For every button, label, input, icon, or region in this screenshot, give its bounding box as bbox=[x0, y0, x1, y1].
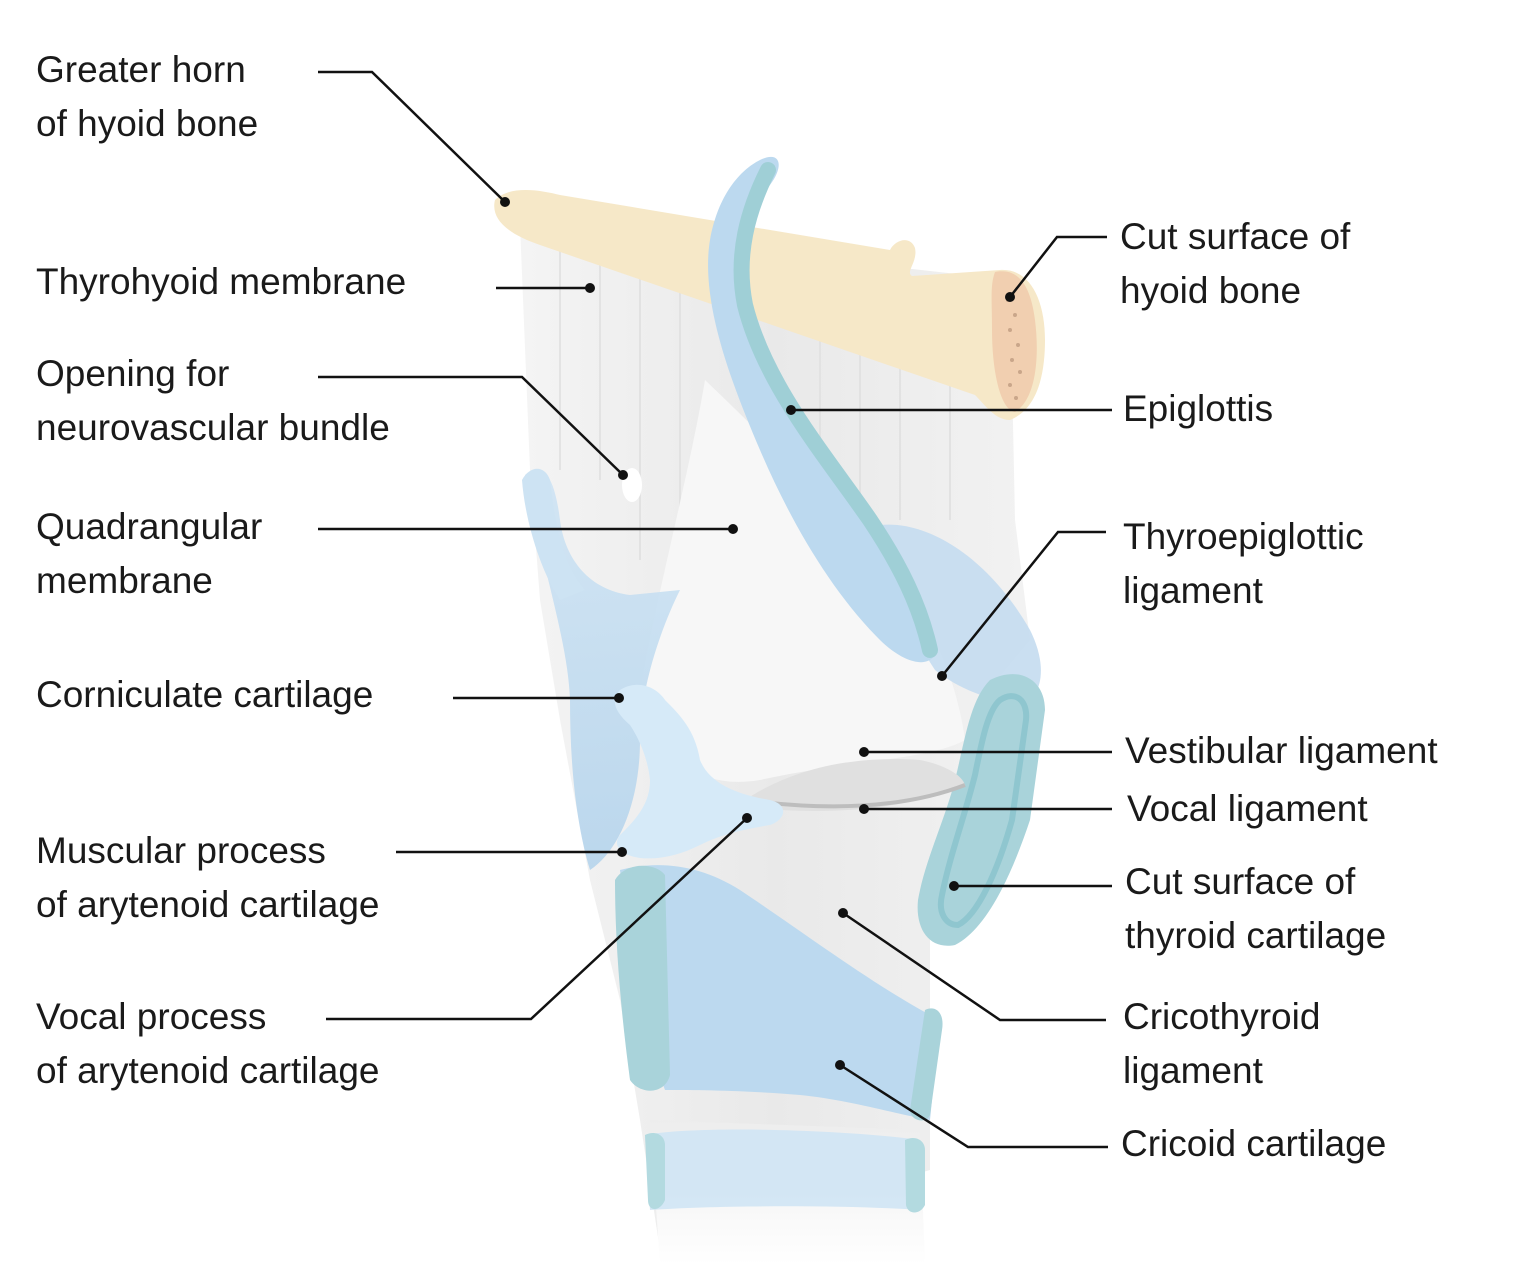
label-thyroepiglottic: Thyroepiglottic ligament bbox=[1123, 510, 1364, 618]
leader-cut-hyoid bbox=[1009, 235, 1107, 298]
label-vocal-process-line2: of arytenoid cartilage bbox=[36, 1050, 380, 1091]
thyroid-lamina-right bbox=[880, 524, 1041, 705]
label-muscular-line2: of arytenoid cartilage bbox=[36, 884, 380, 925]
label-thyrohyoid-line1: Thyrohyoid membrane bbox=[36, 261, 407, 302]
leader-greater-horn bbox=[318, 70, 506, 203]
label-vestibular: Vestibular ligament bbox=[1125, 724, 1438, 778]
tracheal-ring-edge-left bbox=[645, 1133, 665, 1209]
cut-hyoid-surface bbox=[991, 271, 1037, 412]
label-greater-horn: Greater horn of hyoid bone bbox=[36, 43, 258, 151]
label-cricoid: Cricoid cartilage bbox=[1121, 1117, 1386, 1171]
label-vocal-process-line1: Vocal process bbox=[36, 996, 267, 1037]
cricoid-cut-right bbox=[910, 1008, 943, 1121]
label-epiglottis-line1: Epiglottis bbox=[1123, 388, 1274, 429]
label-vocal-process: Vocal process of arytenoid cartilage bbox=[36, 990, 379, 1098]
label-cut-thyroid: Cut surface of thyroid cartilage bbox=[1125, 855, 1386, 963]
label-quadrangular-line1: Quadrangular bbox=[36, 506, 263, 547]
label-greater-horn-line1: Greater horn bbox=[36, 49, 246, 90]
cut-thyroid-inner bbox=[937, 693, 1030, 929]
tracheal-ring-edge-right bbox=[905, 1138, 925, 1213]
label-thyroepiglottic-line2: ligament bbox=[1123, 570, 1263, 611]
label-corniculate-line1: Corniculate cartilage bbox=[36, 674, 374, 715]
label-greater-horn-line2: of hyoid bone bbox=[36, 103, 259, 144]
epiglottis-edge bbox=[733, 162, 938, 658]
label-epiglottis: Epiglottis bbox=[1123, 382, 1273, 436]
label-cricothyroid-line2: ligament bbox=[1123, 1050, 1263, 1091]
leader-cricothyroid bbox=[842, 911, 1106, 1022]
label-cut-hyoid: Cut surface of hyoid bone bbox=[1120, 210, 1350, 318]
leader-thyroepiglottic bbox=[941, 530, 1106, 677]
label-muscular-line1: Muscular process bbox=[36, 830, 326, 871]
leader-dots bbox=[500, 197, 1015, 1070]
label-cricothyroid-line1: Cricothyroid bbox=[1123, 996, 1321, 1037]
label-opening: Opening for neurovascular bundle bbox=[36, 347, 390, 455]
leader-opening bbox=[318, 375, 624, 476]
label-muscular-process: Muscular process of arytenoid cartilage bbox=[36, 824, 379, 932]
hyoid-bone-shape bbox=[494, 190, 1046, 420]
cricoid-cut-left bbox=[615, 865, 670, 1091]
label-thyrohyoid-membrane: Thyrohyoid membrane bbox=[36, 255, 406, 309]
cricoid-shape bbox=[620, 865, 940, 1120]
quadrangular-membrane-shape bbox=[640, 380, 965, 782]
label-cut-thyroid-line1: Cut surface of bbox=[1125, 861, 1356, 902]
label-corniculate: Corniculate cartilage bbox=[36, 668, 373, 722]
label-cut-thyroid-line2: thyroid cartilage bbox=[1125, 915, 1387, 956]
label-opening-line2: neurovascular bundle bbox=[36, 407, 390, 448]
label-vestibular-line1: Vestibular ligament bbox=[1125, 730, 1438, 771]
tracheal-ring bbox=[645, 1129, 920, 1210]
label-vocal-ligament: Vocal ligament bbox=[1127, 782, 1368, 836]
leader-lines bbox=[318, 70, 1112, 1149]
label-cut-hyoid-line1: Cut surface of bbox=[1120, 216, 1351, 257]
vestibular-fold bbox=[745, 759, 965, 811]
leader-vocal-process bbox=[326, 817, 748, 1021]
label-opening-line1: Opening for bbox=[36, 353, 230, 394]
label-quadrangular-line2: membrane bbox=[36, 560, 213, 601]
label-cricothyroid: Cricothyroid ligament bbox=[1123, 990, 1320, 1098]
label-cricoid-line1: Cricoid cartilage bbox=[1121, 1123, 1387, 1164]
label-vocal-ligament-line1: Vocal ligament bbox=[1127, 788, 1368, 829]
label-thyroepiglottic-line1: Thyroepiglottic bbox=[1123, 516, 1364, 557]
arytenoid-cartilage bbox=[614, 684, 784, 859]
superior-horn-thyroid bbox=[522, 468, 585, 600]
leader-cricoid bbox=[839, 1063, 1108, 1149]
label-cut-hyoid-line2: hyoid bone bbox=[1120, 270, 1302, 311]
label-quadrangular: Quadrangular membrane bbox=[36, 500, 262, 608]
